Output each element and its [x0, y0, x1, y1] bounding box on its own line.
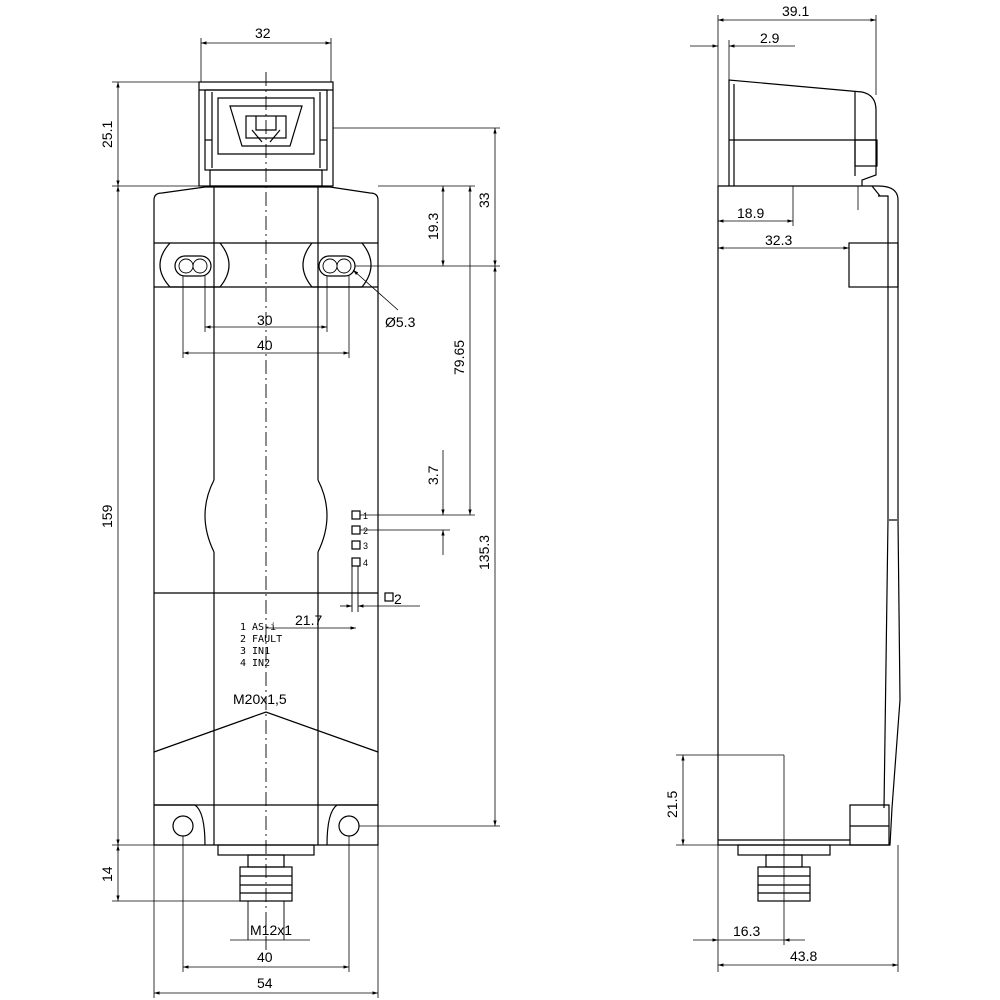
dim-value: 21.5 — [664, 791, 680, 818]
dim-value: 18.9 — [737, 205, 764, 221]
dim-value: 16.3 — [733, 923, 760, 939]
side-body — [717, 185, 901, 846]
dim-value: 43.8 — [790, 948, 817, 964]
dim-value: 33 — [476, 192, 492, 208]
dim-value: 135.3 — [476, 535, 492, 570]
dim-left: 25.1 159 14 — [99, 81, 240, 902]
led-number: 3 — [363, 541, 368, 551]
led-number: 1 — [363, 511, 368, 521]
dim-value: 79.65 — [451, 340, 467, 375]
dim-value: 40 — [257, 949, 273, 965]
led-number: 2 — [363, 526, 368, 536]
dim-value: 32 — [255, 25, 271, 41]
dim-connector-thread: M12x1 — [230, 922, 310, 941]
dim-value: 159 — [99, 504, 115, 528]
dim-side-bottom: 21.5 16.3 43.8 — [664, 754, 899, 972]
side-view: 39.1 2.9 18.9 32.3 21.5 16.3 43.8 — [664, 3, 901, 972]
legend-item: 3 IN1 — [240, 646, 270, 657]
legend-item: 1 AS-i — [240, 622, 276, 633]
dim-value: 21.7 — [295, 612, 322, 628]
dim-value: 32.3 — [765, 232, 792, 248]
legend-item: 2 FAULT — [240, 634, 282, 645]
switch-body — [153, 186, 379, 940]
dim-top-width: 32 — [200, 25, 332, 82]
dim-value: 19.3 — [425, 213, 441, 240]
dim-value: 25.1 — [99, 121, 115, 148]
dim-value: 54 — [257, 975, 273, 991]
dim-value: 40 — [257, 337, 273, 353]
dim-value: 3.7 — [425, 465, 441, 485]
led-legend: 1 AS-i 2 FAULT 3 IN1 4 IN2 — [240, 622, 282, 669]
dim-value: 2 — [394, 591, 402, 607]
dim-side-top: 39.1 2.9 — [690, 3, 877, 186]
dim-side-middle: 18.9 32.3 — [718, 186, 859, 250]
dim-value: 2.9 — [760, 30, 780, 46]
dim-value: M12x1 — [250, 922, 292, 938]
dim-hole-diameter: Ø5.3 — [352, 269, 416, 330]
dim-slot-spacing: 30 40 — [182, 276, 350, 358]
dim-value: Ø5.3 — [385, 314, 416, 330]
legend-item: 4 IN2 — [240, 658, 270, 669]
dim-bottom: 40 54 — [153, 836, 379, 998]
led-indicators: 1 2 3 4 — [351, 510, 368, 612]
dim-led-offset: 21.7 2 — [266, 591, 420, 630]
led-number: 4 — [363, 558, 368, 568]
dim-value: 39.1 — [782, 3, 809, 19]
dim-value: 14 — [99, 866, 115, 882]
side-head — [728, 79, 878, 186]
thread-label: M20x1,5 — [233, 691, 287, 707]
dim-value: 30 — [257, 312, 273, 328]
front-view: 1 2 3 4 1 AS-i 2 FAULT 3 IN1 4 IN2 M20x1… — [99, 25, 500, 998]
dim-right: 33 19.3 79.65 3.7 135.3 — [333, 127, 500, 827]
